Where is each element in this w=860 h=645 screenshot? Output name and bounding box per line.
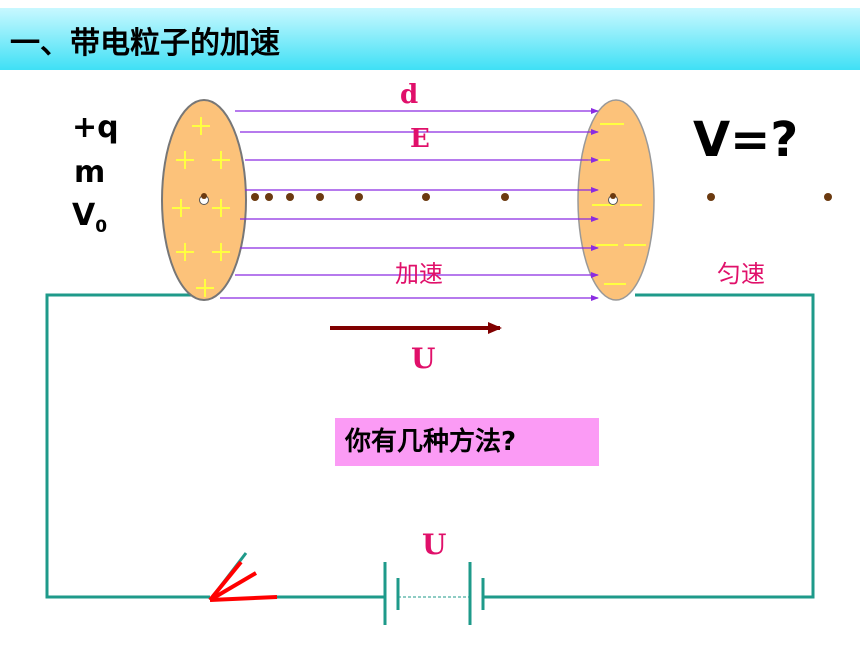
plate-holes xyxy=(199,193,618,205)
final-velocity-question: V=? xyxy=(693,112,799,168)
field-lines xyxy=(220,108,599,301)
battery xyxy=(383,562,485,625)
title-bar xyxy=(0,8,860,70)
switch xyxy=(208,552,278,602)
question-box: 你有几种方法? xyxy=(335,418,599,466)
uniform-motion-label: 匀速 xyxy=(717,260,765,288)
page-title: 一、带电粒子的加速 xyxy=(10,26,280,61)
particle-trajectory xyxy=(251,193,832,201)
accelerate-label: 加速 xyxy=(395,260,443,288)
distance-label: d xyxy=(400,80,419,110)
field-label: E xyxy=(410,124,430,154)
circuit-wire xyxy=(45,293,815,599)
mass-label: m xyxy=(74,155,106,190)
initial-velocity-label: V0 xyxy=(72,198,108,237)
voltage-label-battery: U xyxy=(422,528,447,561)
voltage-label-mid: U xyxy=(411,342,436,375)
plus-signs xyxy=(172,117,230,297)
charge-label: +q xyxy=(72,110,119,145)
